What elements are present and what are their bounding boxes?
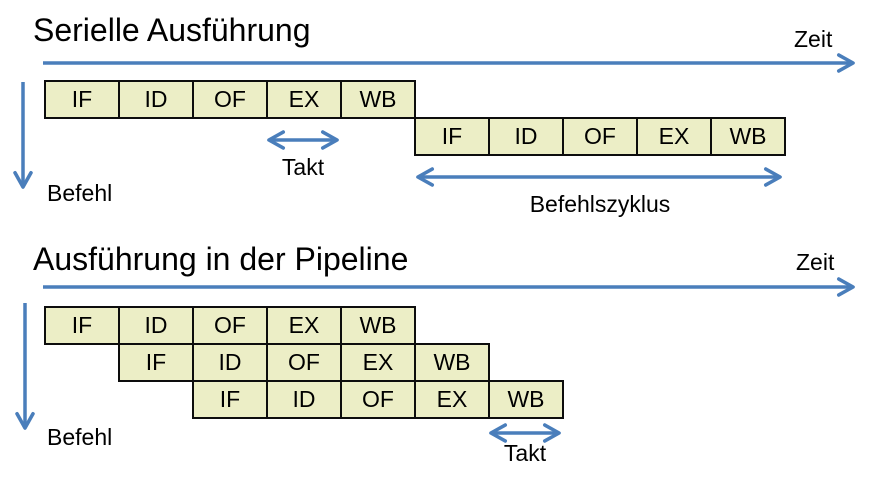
stage-cell-id: ID (118, 80, 194, 119)
stage-cell-if: IF (192, 380, 268, 419)
stage-cell-if: IF (414, 117, 490, 156)
clock-cycle-label-pipeline: Takt (503, 440, 547, 466)
stage-cell-of: OF (562, 117, 638, 156)
stage-cell-of: OF (192, 306, 268, 345)
stage-cell-ex: EX (266, 80, 342, 119)
instruction-axis-label-pipeline: Befehl (47, 424, 113, 450)
stage-cell-id: ID (192, 343, 268, 382)
stage-cell-if: IF (44, 80, 120, 119)
stage-cell-id: ID (488, 117, 564, 156)
stage-cell-of: OF (192, 80, 268, 119)
stage-cell-wb: WB (488, 380, 564, 419)
stage-cell-id: ID (118, 306, 194, 345)
instruction-axis-label-serial: Befehl (47, 180, 113, 206)
pipeline-instruction-2-row: IF ID OF EX WB (118, 343, 490, 382)
serial-instruction-2-row: IF ID OF EX WB (414, 117, 786, 156)
time-axis-label-serial: Zeit (794, 26, 833, 52)
stage-cell-if: IF (44, 306, 120, 345)
instruction-cycle-label: Befehlszyklus (529, 191, 671, 217)
stage-cell-id: ID (266, 380, 342, 419)
stage-cell-wb: WB (710, 117, 786, 156)
stage-cell-ex: EX (340, 343, 416, 382)
section-title-serial-execution: Serielle Ausführung (33, 12, 311, 48)
serial-instruction-1-row: IF ID OF EX WB (44, 80, 416, 119)
stage-cell-wb: WB (340, 306, 416, 345)
pipeline-instruction-3-row: IF ID OF EX WB (192, 380, 564, 419)
stage-cell-ex: EX (414, 380, 490, 419)
stage-cell-ex: EX (266, 306, 342, 345)
section-title-pipeline-execution: Ausführung in der Pipeline (33, 241, 409, 277)
pipeline-instruction-1-row: IF ID OF EX WB (44, 306, 416, 345)
stage-cell-of: OF (266, 343, 342, 382)
stage-cell-ex: EX (636, 117, 712, 156)
stage-cell-wb: WB (414, 343, 490, 382)
stage-cell-of: OF (340, 380, 416, 419)
stage-cell-if: IF (118, 343, 194, 382)
stage-cell-wb: WB (340, 80, 416, 119)
clock-cycle-label-serial: Takt (281, 154, 325, 180)
time-axis-label-pipeline: Zeit (796, 249, 835, 275)
